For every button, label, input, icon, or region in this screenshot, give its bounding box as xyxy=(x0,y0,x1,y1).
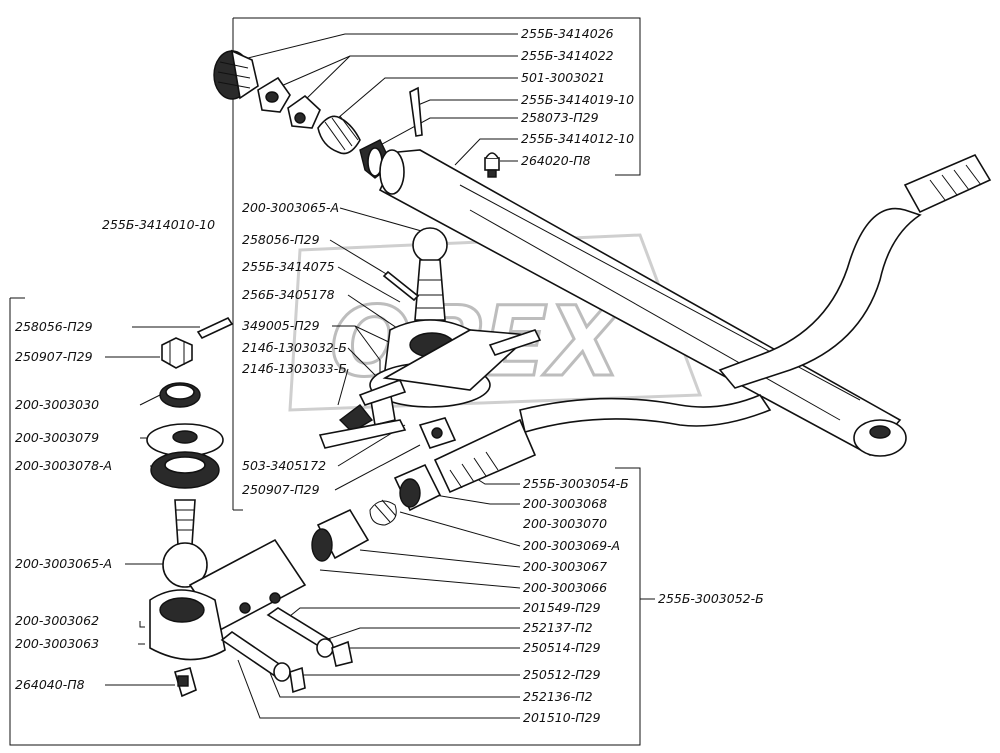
label-214b-1303033-b: 214б-1303033-Б xyxy=(242,361,347,376)
lower-cup xyxy=(311,508,370,562)
label-255b-3414022: 255Б-3414022 xyxy=(521,48,614,63)
label-264040-p8: 264040-П8 xyxy=(15,677,85,692)
label-255b-3414010-10: 255Б-3414010-10 xyxy=(102,217,215,232)
castle-nut-lower xyxy=(161,337,193,369)
ball-stud-lower xyxy=(162,499,208,588)
label-264020-p8: 264020-П8 xyxy=(521,153,591,168)
part-labels: 255Б-3414026 255Б-3414022 501-3003021 25… xyxy=(15,26,764,725)
label-250907-p29-lower: 250907-П29 xyxy=(15,349,93,364)
lower-left-parts xyxy=(146,316,234,588)
spring xyxy=(317,115,361,155)
label-252136-p2: 252136-П2 xyxy=(523,689,593,704)
label-255b-3414075: 255Б-3414075 xyxy=(242,259,335,274)
label-250907-p29-mid: 250907-П29 xyxy=(242,482,320,497)
ball-seat-cup xyxy=(287,94,321,129)
label-200-3003068: 200-3003068 xyxy=(523,496,607,511)
label-255b-3414012-10: 255Б-3414012-10 xyxy=(521,131,634,146)
label-200-3003069-a: 200-3003069-А xyxy=(523,538,620,553)
threaded-tube-end xyxy=(433,418,537,494)
label-200-3003066: 200-3003066 xyxy=(523,580,607,595)
grease-fitting-lower xyxy=(174,667,197,698)
label-252137-p2: 252137-П2 xyxy=(523,620,593,635)
label-200-3003078-a: 200-3003078-А xyxy=(15,458,112,473)
label-200-3003062: 200-3003062 xyxy=(15,613,99,628)
label-258073-p29: 258073-П29 xyxy=(521,110,599,125)
label-250512-p29: 250512-П29 xyxy=(523,667,601,682)
label-349005-p29: 349005-П29 xyxy=(242,318,320,333)
label-200-3003063: 200-3003063 xyxy=(15,636,99,651)
label-201510-p29: 201510-П29 xyxy=(523,710,601,725)
boot-lower xyxy=(150,451,220,489)
boot-upper xyxy=(146,423,224,457)
label-200-3003070: 200-3003070 xyxy=(523,516,607,531)
cotter-pin-stud xyxy=(382,270,420,302)
assembly-brackets xyxy=(9,17,641,746)
label-200-3003079: 200-3003079 xyxy=(15,430,99,445)
dust-cap xyxy=(159,382,201,408)
ball-seat-cap xyxy=(257,76,291,113)
cotter-pin-upper xyxy=(409,86,423,137)
upper-assembly-bracket xyxy=(233,17,641,176)
label-250514-p29: 250514-П29 xyxy=(523,640,601,655)
threaded-plug xyxy=(213,49,259,100)
label-503-3405172: 503-3405172 xyxy=(242,458,326,473)
label-214b-1303032-b: 214б-1303032-Б xyxy=(242,340,347,355)
label-255b-3003054-b: 255Б-3003054-Б xyxy=(523,476,629,491)
lower-tie-rod-end xyxy=(149,418,537,698)
castle-nut-stud xyxy=(418,417,457,449)
lower-plug xyxy=(393,463,442,512)
label-255b-3003052-b: 255Б-3003052-Б xyxy=(658,591,764,606)
label-256b-3405178: 256Б-3405178 xyxy=(242,287,335,302)
label-200-3003065-a-lower: 200-3003065-А xyxy=(15,556,112,571)
label-200-3003030: 200-3003030 xyxy=(15,397,99,412)
grease-fitting-upper xyxy=(484,152,500,178)
label-255b-3414019-10: 255Б-3414019-10 xyxy=(521,92,634,107)
clamp-bolt-lower xyxy=(220,631,306,694)
label-501-3003021: 501-3003021 xyxy=(521,70,605,85)
cotter-pin-lower xyxy=(196,316,234,340)
threaded-rod-end xyxy=(903,153,992,214)
label-200-3003065-a-upper: 200-3003065-А xyxy=(242,200,339,215)
lower-assembly-bracket xyxy=(9,298,641,746)
socket-body xyxy=(149,538,307,661)
lower-spring xyxy=(369,499,397,526)
label-201549-p29: 201549-П29 xyxy=(523,600,601,615)
label-200-3003067: 200-3003067 xyxy=(523,559,607,574)
ball-stud-assembly xyxy=(318,227,542,449)
label-258056-p29-lower: 258056-П29 xyxy=(15,319,93,334)
clamp-bolt-upper xyxy=(266,607,353,667)
curved-arm xyxy=(519,207,922,434)
label-255b-3414026: 255Б-3414026 xyxy=(521,26,614,41)
label-258056-p29-upper: 258056-П29 xyxy=(242,232,320,247)
